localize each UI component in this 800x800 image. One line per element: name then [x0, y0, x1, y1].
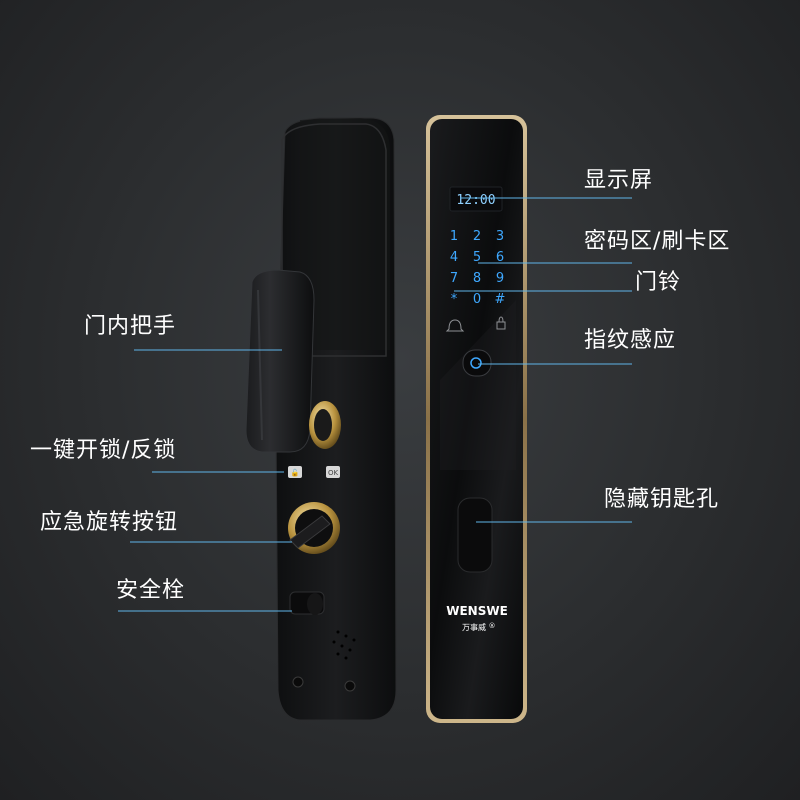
label-emergency-knob: 应急旋转按钮 [40, 510, 179, 535]
inner-handle [245, 269, 315, 453]
label-keypad-card-area: 密码区/刷卡区 [584, 229, 731, 254]
display-time: 12:00 [456, 193, 495, 208]
speaker-holes [332, 630, 356, 660]
keypad-key: 4 [450, 250, 458, 265]
keypad-key: 7 [450, 271, 458, 286]
svg-text:OK: OK [328, 469, 339, 477]
display-screen [449, 186, 503, 212]
keypad-key: 9 [496, 271, 504, 286]
keypad-key: 3 [496, 229, 504, 244]
safety-bolt [289, 591, 325, 615]
label-display-screen: 显示屏 [584, 168, 654, 193]
label-one-key-lock: 一键开锁/反锁 [30, 438, 177, 463]
keypad-key: 8 [473, 271, 481, 286]
emergency-knob [288, 502, 340, 554]
lock-icon [496, 316, 506, 330]
brand-name: WENSWE [446, 604, 508, 618]
keypad-key: 2 [473, 229, 481, 244]
keypad-key: 1 [450, 229, 458, 244]
keypad-key: # [495, 292, 506, 307]
label-safety-bolt: 安全栓 [116, 578, 186, 603]
label-inner-handle: 门内把手 [84, 314, 177, 339]
keypad-key: 0 [473, 292, 481, 307]
screw-icon [344, 680, 356, 692]
fingerprint-sensor [462, 349, 492, 377]
brand-chinese: 万事威 [462, 622, 486, 632]
keypad-key: * [451, 292, 458, 307]
bell-icon [445, 319, 465, 332]
callout-lines [118, 197, 632, 612]
screw-icon [292, 676, 304, 688]
label-doorbell: 门铃 [635, 270, 682, 295]
brand-registered-mark: ® [489, 622, 496, 630]
label-fingerprint: 指纹感应 [584, 328, 677, 353]
keypad-key: 5 [473, 250, 481, 265]
one-key-lock-buttons: 🔓 OK [288, 466, 340, 478]
label-hidden-keyhole: 隐藏钥匙孔 [604, 487, 720, 512]
keypad-key: 6 [496, 250, 504, 265]
outer-lock-body [426, 115, 527, 723]
hidden-keyhole [457, 497, 493, 573]
svg-text:🔓: 🔓 [291, 468, 300, 477]
